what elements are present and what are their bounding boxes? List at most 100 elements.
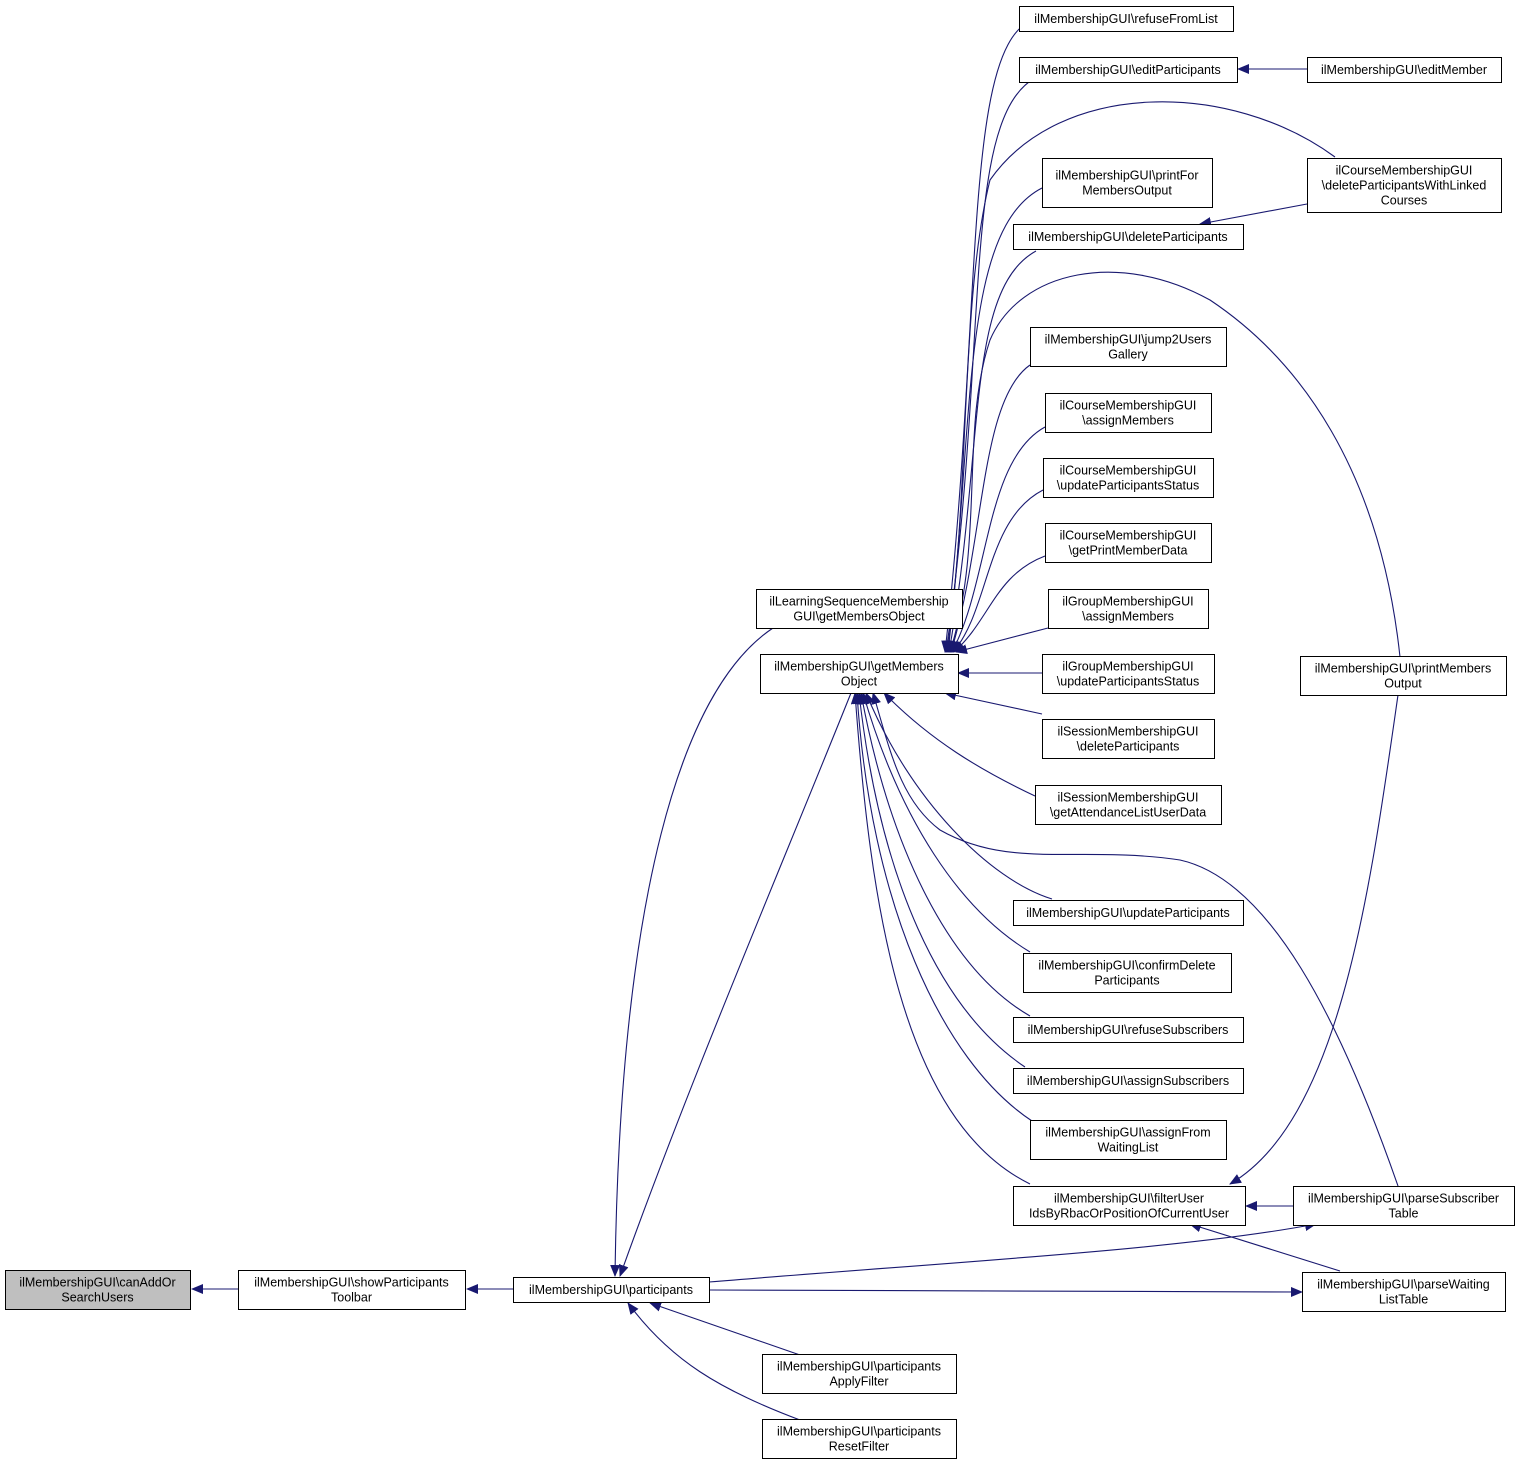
node-label-line: GUI\getMembersObject: [793, 610, 925, 624]
node-label-line: ResetFilter: [829, 1440, 889, 1454]
node-confirmDeleteParticipants: ilMembershipGUI\confirmDeleteParticipant…: [1023, 953, 1232, 993]
node-box: [1048, 589, 1209, 629]
node-label-line: Output: [1384, 677, 1422, 691]
node-label-line: \getPrintMemberData: [1069, 544, 1188, 558]
node-box: [762, 1354, 957, 1394]
node-getMembersObject: ilMembershipGUI\getMembersObject: [760, 654, 959, 694]
node-label-line: ilMembershipGUI\participants: [777, 1425, 941, 1439]
node-label-line: ilSessionMembershipGUI: [1057, 791, 1198, 805]
edge: [627, 1302, 801, 1421]
node-label-line: MembersOutput: [1082, 184, 1172, 198]
node-label-line: ilMembershipGUI\participants: [529, 1283, 693, 1297]
node-assignSubscribers: ilMembershipGUI\assignSubscribers: [1013, 1068, 1244, 1094]
node-label-line: ilMembershipGUI\assignFrom: [1045, 1126, 1210, 1140]
edge: [942, 77, 1036, 653]
node-box: [1042, 719, 1215, 759]
edge: [865, 692, 1053, 900]
edge: [953, 555, 1046, 653]
node-updateParticipants: ilMembershipGUI\updateParticipants: [1013, 900, 1244, 926]
node-box: [1023, 953, 1232, 993]
edge: [952, 489, 1044, 653]
node-box: [756, 589, 963, 629]
edge: [852, 692, 1033, 1122]
node-label-line: ilMembershipGUI\editMember: [1321, 63, 1487, 77]
node-label-line: ilMembershipGUI\parseWaiting: [1317, 1278, 1490, 1292]
node-label-line: WaitingList: [1098, 1141, 1159, 1155]
node-label-line: ilMembershipGUI\editParticipants: [1035, 63, 1221, 77]
node-label-line: ilMembershipGUI\filterUser: [1054, 1192, 1204, 1206]
node-label-line: ApplyFilter: [829, 1375, 888, 1389]
edge: [618, 692, 852, 1277]
node-label-line: ListTable: [1379, 1293, 1428, 1307]
node-box: [1019, 57, 1238, 83]
node-box: [1302, 1272, 1506, 1312]
node-sessDeleteParticipants: ilSessionMembershipGUI\deleteParticipant…: [1042, 719, 1215, 759]
node-editMember: ilMembershipGUI\editMember: [1307, 57, 1502, 83]
nodes: ilMembershipGUI\canAddOrSearchUsersilMem…: [5, 6, 1515, 1459]
edge: [941, 17, 1041, 653]
edge: [708, 1221, 1317, 1283]
node-label-line: ilMembershipGUI\assignSubscribers: [1027, 1074, 1229, 1088]
node-label-line: SearchUsers: [61, 1291, 133, 1305]
edge: [861, 692, 1031, 953]
node-refuseFromList: ilMembershipGUI\refuseFromList: [1019, 6, 1234, 32]
node-label-line: ilGroupMembershipGUI: [1062, 660, 1193, 674]
node-grpUpdateParticipantsStatus: ilGroupMembershipGUI\updateParticipantsS…: [1042, 654, 1215, 694]
node-label-line: ilGroupMembershipGUI: [1062, 595, 1193, 609]
node-label-line: ilCourseMembershipGUI: [1060, 529, 1197, 543]
node-label-line: \deleteParticipants: [1077, 740, 1180, 754]
node-label-line: IdsByRbacOrPositionOfCurrentUser: [1029, 1207, 1229, 1221]
node-crsAssignMembers: ilCourseMembershipGUI\assignMembers: [1045, 393, 1212, 433]
node-label-line: ilMembershipGUI\jump2Users: [1045, 333, 1212, 347]
edge: [855, 692, 1026, 1068]
node-grpAssignMembers: ilGroupMembershipGUI\assignMembers: [1048, 589, 1209, 629]
node-label-line: ilMembershipGUI\refuseSubscribers: [1028, 1023, 1229, 1037]
node-box: [1043, 458, 1214, 498]
node-label-line: \updateParticipantsStatus: [1057, 675, 1199, 689]
node-box: [1035, 785, 1222, 825]
node-box: [238, 1270, 466, 1310]
node-box: [1300, 656, 1507, 696]
node-box: [1013, 1068, 1244, 1094]
node-label-line: Toolbar: [331, 1291, 372, 1305]
node-sessGetAttendanceListUserData: ilSessionMembershipGUI\getAttendanceList…: [1035, 785, 1222, 825]
edge: [871, 692, 1399, 1187]
node-label-line: \assignMembers: [1082, 414, 1174, 428]
node-box: [1013, 1186, 1246, 1226]
node-crsUpdateParticipantsStatus: ilCourseMembershipGUI\updateParticipants…: [1043, 458, 1214, 498]
node-label-line: ilCourseMembershipGUI: [1336, 164, 1473, 178]
node-participants: ilMembershipGUI\participants: [513, 1277, 710, 1303]
node-box: [1042, 654, 1215, 694]
edge: [951, 426, 1046, 653]
edge: [944, 690, 1043, 715]
node-box: [1013, 224, 1244, 250]
node-label-line: ilMembershipGUI\printFor: [1055, 169, 1198, 183]
node-editParticipants: ilMembershipGUI\editParticipants: [1019, 57, 1238, 83]
node-label-line: ilMembershipGUI\getMembers: [774, 660, 944, 674]
node-label-line: ilMembershipGUI\confirmDelete: [1038, 959, 1215, 973]
node-box: [1045, 393, 1212, 433]
node-box: [762, 1419, 957, 1459]
node-box: [1307, 57, 1502, 83]
edge: [948, 271, 1401, 658]
node-box: [1045, 523, 1212, 563]
node-lsGetMembersObject: ilLearningSequenceMembershipGUI\getMembe…: [756, 589, 963, 629]
node-label-line: ilMembershipGUI\parseSubscriber: [1308, 1192, 1499, 1206]
edge: [1189, 1222, 1341, 1272]
edge: [1229, 694, 1399, 1185]
node-label-line: Object: [841, 675, 878, 689]
node-box: [1030, 327, 1227, 367]
node-label-line: Courses: [1381, 194, 1428, 208]
node-label-line: ilMembershipGUI\participants: [777, 1360, 941, 1374]
node-label-line: ilMembershipGUI\canAddOr: [19, 1276, 175, 1290]
